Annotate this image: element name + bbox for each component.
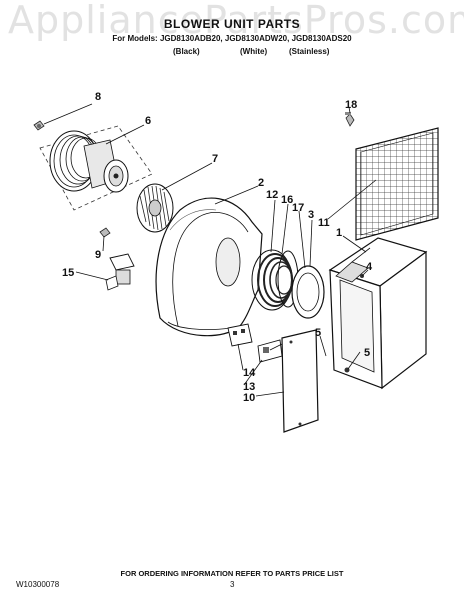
leader-lines bbox=[43, 103, 377, 397]
watermark: AppliancePartsPros.com bbox=[8, 0, 464, 42]
callout-16: 16 bbox=[281, 194, 293, 206]
part-11-grille bbox=[355, 127, 439, 241]
callout-1: 1 bbox=[336, 227, 342, 239]
page-number: 3 bbox=[230, 580, 235, 589]
part-6-motor bbox=[39, 125, 153, 211]
callout-12: 12 bbox=[266, 189, 278, 201]
callout-9: 9 bbox=[95, 249, 101, 261]
part-13-cutoff bbox=[257, 339, 283, 363]
variant-stainless: (Stainless) bbox=[289, 47, 330, 56]
part-14-bracket bbox=[227, 323, 253, 347]
part-9-screw bbox=[99, 227, 111, 238]
callout-18: 18 bbox=[345, 99, 357, 111]
callout-13: 13 bbox=[243, 381, 255, 393]
part-7-blower-wheel bbox=[136, 183, 174, 233]
callout-15: 15 bbox=[62, 267, 74, 279]
ordering-note: FOR ORDERING INFORMATION REFER TO PARTS … bbox=[120, 569, 344, 578]
part-2-blower-housing bbox=[155, 197, 263, 337]
callout-7: 7 bbox=[212, 153, 218, 165]
callout-3: 3 bbox=[308, 209, 314, 221]
callout-17: 17 bbox=[292, 202, 304, 214]
models-line: For Models: JGD8130ADB20, JGD8130ADW20, … bbox=[112, 34, 352, 43]
part-18-screw bbox=[345, 112, 355, 127]
variant-white: (White) bbox=[240, 47, 268, 56]
part-10-plate bbox=[281, 329, 319, 433]
part-15-thermostat bbox=[105, 253, 135, 291]
callout-14: 14 bbox=[243, 367, 256, 379]
callout-8: 8 bbox=[95, 91, 101, 103]
part-8-screw bbox=[33, 120, 45, 131]
variant-black: (Black) bbox=[173, 47, 200, 56]
callout-4: 4 bbox=[366, 261, 373, 273]
document-number: W10300078 bbox=[16, 580, 60, 589]
callout-2: 2 bbox=[258, 177, 264, 189]
callout-6: 6 bbox=[145, 115, 151, 127]
part-17-ring bbox=[291, 265, 325, 319]
callout-5-upper: 5 bbox=[315, 327, 321, 339]
part-1-blower-box bbox=[328, 237, 428, 390]
callout-10: 10 bbox=[243, 392, 255, 404]
page-title: BLOWER UNIT PARTS bbox=[163, 17, 301, 31]
callout-11: 11 bbox=[318, 217, 330, 229]
callout-5-lower: 5 bbox=[364, 347, 370, 359]
